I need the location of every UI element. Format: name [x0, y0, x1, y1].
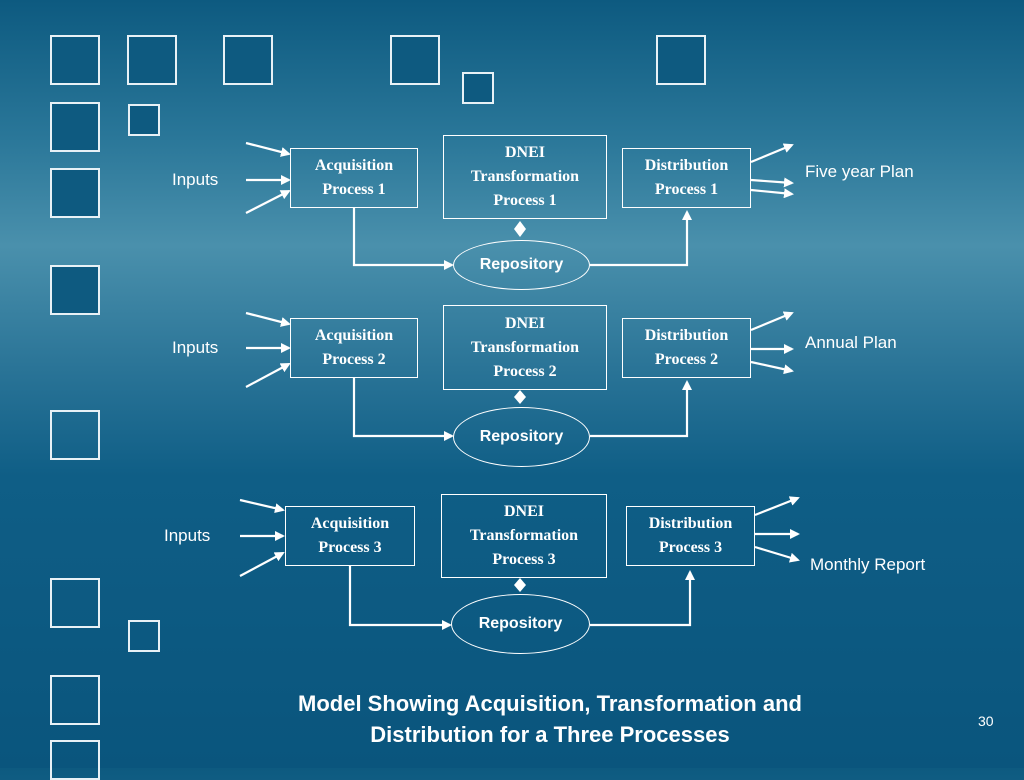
inputs-label: Inputs — [172, 170, 219, 189]
decorative-square — [127, 35, 177, 85]
inputs-label: Inputs — [172, 338, 219, 357]
decorative-square — [390, 35, 440, 85]
repository-3-ellipse: Repository — [451, 594, 590, 654]
transformation-process-2-box: DNEI Transformation Process 2 — [443, 305, 607, 390]
repository-2-ellipse: Repository — [453, 407, 590, 467]
acquisition-line: Acquisition — [314, 327, 394, 344]
distribution-process-2-box: Distribution Process 2 — [622, 318, 751, 378]
process-line: Process 2 — [493, 362, 557, 380]
inputs-label: Inputs — [164, 526, 211, 545]
decorative-square — [50, 102, 100, 152]
decorative-square — [223, 35, 273, 85]
process-line: Process 2 — [654, 351, 719, 368]
distribution-process-1-box: Distribution Process 1 — [622, 148, 751, 208]
acquisition-process-1-box: Acquisition Process 1 — [290, 148, 418, 208]
decorative-square — [50, 265, 100, 315]
acquisition-process-3-box: Acquisition Process 3 — [285, 506, 415, 566]
transformation-line: Transformation — [470, 338, 580, 356]
caption-line-1: Model Showing Acquisition, Transformatio… — [298, 691, 802, 716]
dnei-line: DNEI — [503, 503, 544, 520]
acquisition-line: Acquisition — [310, 515, 390, 532]
process-line: Process 1 — [654, 181, 719, 198]
distribution-process-3-box: Distribution Process 3 — [626, 506, 755, 566]
acquisition-line: Acquisition — [314, 157, 394, 174]
process-line: Process 1 — [493, 192, 557, 209]
transformation-process-1-box: DNEI Transformation Process 1 — [443, 135, 607, 219]
decorative-square — [462, 72, 494, 104]
decorative-square — [50, 35, 100, 85]
caption-line-2: Distribution for a Three Processes — [370, 722, 730, 747]
page-number: 30 — [978, 713, 994, 729]
decorative-square — [50, 578, 100, 628]
decorative-square — [50, 675, 100, 725]
decorative-square — [128, 104, 160, 136]
transformation-line: Transformation — [470, 168, 580, 185]
acquisition-process-2-box: Acquisition Process 2 — [290, 318, 418, 378]
dnei-line: DNEI — [504, 144, 545, 161]
decorative-square — [128, 620, 160, 652]
transformation-process-3-box: DNEI Transformation Process 3 — [441, 494, 607, 578]
repository-1-ellipse: Repository — [453, 240, 590, 290]
decorative-square — [50, 410, 100, 460]
output-label: Monthly Report — [810, 555, 926, 574]
process-line: Process 3 — [492, 551, 556, 568]
decorative-square — [50, 168, 100, 218]
decorative-square — [656, 35, 706, 85]
distribution-line: Distribution — [644, 157, 729, 174]
process-line: Process 1 — [322, 181, 386, 198]
process-line: Process 3 — [658, 539, 723, 556]
slide-caption: Model Showing Acquisition, Transformatio… — [230, 688, 870, 750]
output-label: Five year Plan — [805, 162, 914, 181]
output-label: Annual Plan — [805, 333, 897, 352]
distribution-line: Distribution — [648, 515, 733, 532]
process-line: Process 3 — [318, 539, 382, 556]
transformation-line: Transformation — [469, 527, 579, 544]
process-line: Process 2 — [322, 351, 386, 368]
distribution-line: Distribution — [644, 327, 729, 344]
dnei-line: DNEI — [504, 314, 545, 332]
